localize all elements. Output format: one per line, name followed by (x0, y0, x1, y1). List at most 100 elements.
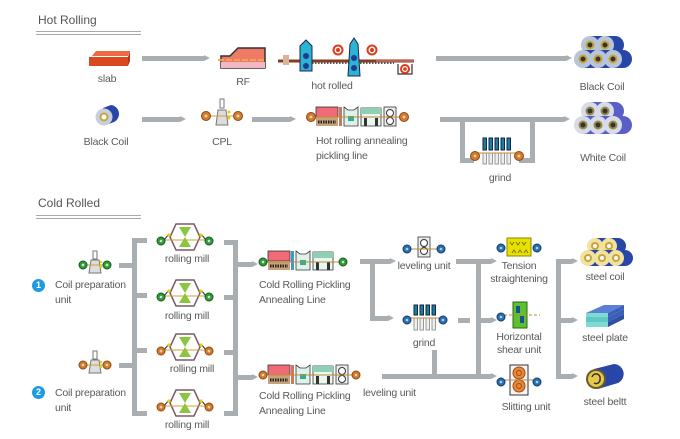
arrow-head (566, 55, 572, 61)
flow-arrow (252, 117, 290, 122)
label-crpal-1b: Annealing Line (259, 294, 326, 306)
slab-icon (89, 51, 130, 66)
section-divider (36, 31, 141, 35)
grind-cold-icon (402, 304, 448, 331)
slitting-unit-icon (496, 364, 542, 396)
label-slab: slab (97, 73, 117, 85)
section-divider (36, 215, 141, 219)
connector (460, 117, 465, 163)
label-tension-2: straightening (490, 273, 548, 285)
label-rolling-mill-4: rolling mill (164, 419, 210, 431)
flow-arrow (436, 56, 566, 61)
connector (481, 318, 491, 323)
grind-icon (470, 137, 524, 165)
label-slitting-unit: Slitting unit (501, 401, 551, 413)
label-steel-coil: steel coil (585, 271, 625, 283)
label-coil-prep-1b: unit (55, 294, 72, 306)
connector (238, 375, 252, 380)
connector (432, 350, 437, 379)
tension-straightening-icon (496, 237, 542, 257)
rolling-mill-1-icon (156, 223, 214, 251)
connector (224, 350, 234, 355)
section-title-hot-rolling: Hot Rolling (38, 13, 97, 27)
arrow-head (572, 258, 578, 264)
arrow-head (388, 315, 394, 321)
arrow-head (252, 261, 258, 267)
label-rf: RF (236, 76, 250, 88)
cold-rolling-pickling-annealing-line-2-icon (258, 364, 361, 385)
label-rolling-mill-3: rolling mill (169, 363, 215, 375)
black-coil-stack-icon (574, 36, 632, 68)
connector (119, 263, 133, 268)
arrow-head (491, 373, 497, 379)
connector (137, 411, 147, 416)
label-shear-1: Horizontal (496, 331, 542, 343)
reheating-furnace-icon (218, 47, 266, 69)
connector (360, 259, 390, 264)
step-badge-1: 1 (32, 279, 45, 292)
arrow-head (290, 116, 296, 122)
label-leveling-unit-1: leveling unit (397, 260, 451, 272)
arrow-head (252, 374, 258, 380)
label-hot-rolled: hot rolled (311, 80, 353, 92)
label-shear-2: shear unit (496, 344, 542, 356)
label-steel-belt: steel beltt (583, 396, 627, 408)
label-leveling-unit-2: leveling unit (363, 387, 416, 399)
label-steel-plate: steel plate (582, 332, 628, 344)
arrow-head (491, 258, 497, 264)
flow-arrow (142, 117, 180, 122)
step-badge-2: 2 (32, 386, 45, 399)
label-rolling-mill-1: rolling mill (164, 253, 210, 265)
connector (458, 318, 470, 323)
label-annealing-line-1: Hot rolling annealing (316, 135, 408, 147)
cold-rolling-pickling-annealing-line-1-icon (258, 250, 348, 271)
label-tension-1: Tension (501, 260, 537, 272)
connector (519, 158, 535, 163)
arrow-head (180, 116, 186, 122)
annealing-pickling-line-icon (306, 106, 409, 127)
coil-preparation-unit-1-icon (78, 250, 112, 274)
connector (481, 259, 491, 264)
connector (370, 259, 375, 321)
coil-preparation-unit-2-icon (78, 350, 112, 374)
connector (476, 259, 481, 379)
connector (137, 348, 147, 353)
arrow-head (564, 116, 570, 122)
steel-belt-icon (586, 364, 624, 389)
connector (238, 262, 252, 267)
arrow-head (491, 317, 497, 323)
hot-rolling-mill-icon (278, 37, 414, 77)
section-title-cold-rolled: Cold Rolled (38, 196, 101, 210)
connector (137, 293, 147, 298)
connector (370, 316, 388, 321)
arrow-head (390, 258, 396, 264)
horizontal-shear-unit-icon (496, 301, 540, 329)
rolling-mill-4-icon (156, 389, 214, 417)
connector (224, 295, 234, 300)
label-grind-hot: grind (488, 172, 512, 184)
connector (233, 240, 238, 416)
label-white-coil: White Coil (580, 152, 626, 164)
connector (119, 363, 133, 368)
arrow-head (572, 317, 578, 323)
label-coil-prep-2b: unit (55, 402, 72, 414)
steel-plate-icon (586, 305, 624, 327)
label-crpal-2b: Annealing Line (259, 405, 326, 417)
connector (530, 117, 535, 163)
label-annealing-line-2: pickling line (316, 150, 368, 162)
label-black-coil-output: Black Coil (579, 81, 625, 93)
label-coil-prep-1a: Coil preparation (55, 279, 126, 291)
label-coil-prep-2a: Coil preparation (55, 387, 126, 399)
black-coil-icon (95, 105, 119, 126)
flow-arrow (440, 117, 564, 122)
connector (556, 318, 572, 323)
label-crpal-2a: Cold Rolling Pickling (259, 390, 351, 402)
flow-arrow (142, 56, 204, 61)
rolling-mill-3-icon (156, 333, 214, 361)
connector (224, 240, 234, 245)
rolling-mill-2-icon (156, 279, 214, 307)
steel-coil-stack-icon (580, 238, 633, 266)
arrow-head (572, 373, 578, 379)
connector (132, 238, 137, 416)
connector (556, 259, 572, 264)
